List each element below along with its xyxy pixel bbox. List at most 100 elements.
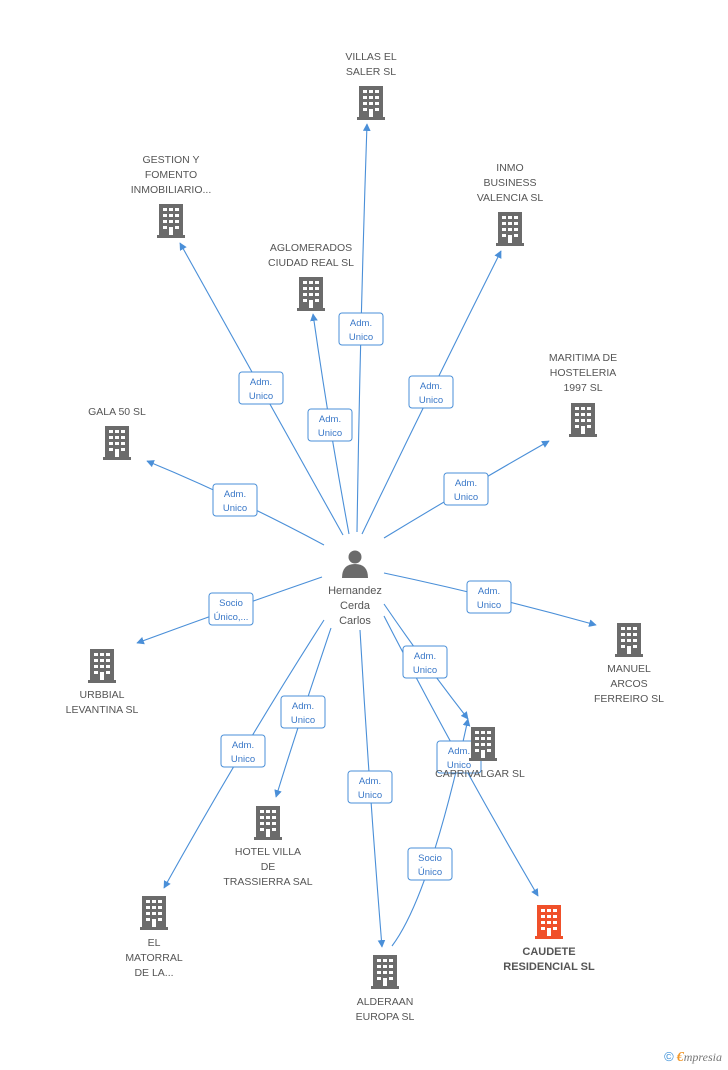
node-label: EUROPA SL	[356, 1011, 415, 1023]
node-label: HOSTELERIA	[550, 367, 617, 379]
edge-badge-text: Unico	[223, 503, 247, 514]
node-alderaan[interactable]: ALDERAAN EUROPA SL	[356, 955, 415, 1023]
person-label: Hernandez	[328, 585, 382, 597]
building-icon	[140, 896, 168, 930]
node-label: INMOBILIARIO...	[131, 184, 212, 196]
edge-badge-text: Único,...	[214, 612, 249, 623]
edge-badge-box	[408, 375, 454, 409]
edge-badge-box	[212, 483, 258, 517]
edge-badge[interactable]: SocioÚnico,...	[208, 592, 254, 626]
edge-badge-text: Adm.	[455, 478, 477, 489]
edge-badge-box	[280, 695, 326, 729]
edge-badge-text: Unico	[447, 760, 471, 771]
building-icon	[535, 905, 563, 939]
edge-badge-text: Adm.	[292, 701, 314, 712]
edge-badge-box	[208, 592, 254, 626]
edge-badge-text: Unico	[349, 332, 373, 343]
node-label: INMO	[496, 162, 523, 174]
edge-badge[interactable]: Adm.Unico	[338, 312, 384, 346]
node-gala[interactable]: GALA 50 SL	[88, 406, 146, 460]
node-label: DE	[261, 861, 276, 873]
edge-badge-box	[407, 847, 453, 881]
node-label: MARITIMA DE	[549, 352, 617, 364]
node-label: ALDERAAN	[357, 996, 414, 1008]
node-caprivalgar[interactable]: CAPRIVALGAR SL	[435, 727, 525, 780]
building-icon	[254, 806, 282, 840]
edge-badge-text: Socio	[219, 598, 243, 609]
edge-badge-text: Adm.	[250, 377, 272, 388]
edge-badge[interactable]: Adm.Unico	[307, 408, 353, 442]
edge-badge-text: Adm.	[448, 746, 470, 757]
brand-logo-text: mpresia	[683, 1050, 722, 1064]
node-label: FERREIRO SL	[594, 693, 664, 705]
node-label: RESIDENCIAL SL	[503, 961, 595, 973]
edge-badge-text: Unico	[358, 790, 382, 801]
edge-badge[interactable]: Adm. Unico	[347, 770, 393, 804]
node-villas[interactable]: VILLAS EL SALER SL	[345, 51, 397, 120]
edge-badge-text: Único	[418, 867, 442, 878]
edge-badge-text: Unico	[477, 600, 501, 611]
node-label: SALER SL	[346, 66, 396, 78]
node-label: AGLOMERADOS	[270, 242, 352, 254]
edge-badge[interactable]: Adm. Unico	[443, 472, 489, 506]
node-aglomerados[interactable]: AGLOMERADOS CIUDAD REAL SL	[268, 242, 354, 311]
node-gestion[interactable]: GESTION YFOMENTOINMOBILIARIO...	[131, 154, 212, 238]
person-icon	[342, 550, 368, 578]
edge-badge[interactable]: Adm. Unico	[220, 734, 266, 768]
edge-badge-text: Adm.	[224, 489, 246, 500]
edge-badge[interactable]: Adm. Unico	[280, 695, 326, 729]
node-label: EL	[148, 937, 161, 949]
building-icon	[357, 86, 385, 120]
edges-layer	[136, 123, 597, 948]
footer-brand: ©€mpresia	[664, 1049, 722, 1066]
node-label: FOMENTO	[145, 169, 197, 181]
node-label: 1997 SL	[563, 382, 602, 394]
edge-badge[interactable]: Adm.Unico	[402, 645, 448, 679]
node-label: BUSINESS	[483, 177, 536, 189]
edge-badge-text: Socio	[418, 853, 442, 864]
person-label: Cerda	[340, 600, 371, 612]
edge-badge-text: Adm.	[359, 776, 381, 787]
node-label: CIUDAD REAL SL	[268, 257, 354, 269]
edge-badge-text: Adm.	[414, 651, 436, 662]
edge-badge[interactable]: Adm. Unico	[466, 580, 512, 614]
node-label: GALA 50 SL	[88, 406, 146, 418]
badges-layer: Adm.UnicoAdm.UnicoAdm.UnicoAdm.UnicoAdm.…	[208, 312, 512, 881]
building-icon	[615, 623, 643, 657]
edge-badge-text: Unico	[231, 754, 255, 765]
edge-badge-box	[220, 734, 266, 768]
node-label: TRASSIERRA SAL	[223, 876, 312, 888]
node-maritima[interactable]: MARITIMA DE HOSTELERIA 1997 SL	[549, 352, 617, 437]
edge-badge-text: Unico	[318, 428, 342, 439]
building-icon	[371, 955, 399, 989]
edge-badge[interactable]: Adm. Unico	[212, 483, 258, 517]
copyright-icon: ©	[664, 1049, 674, 1064]
edge-badge-text: Adm.	[420, 381, 442, 392]
edge-badge-box	[402, 645, 448, 679]
edge-badge-box	[443, 472, 489, 506]
edge-badge[interactable]: Adm. Unico	[408, 375, 454, 409]
edge-badge-box	[238, 371, 284, 405]
edge-badge-box	[466, 580, 512, 614]
edge-badge-box	[347, 770, 393, 804]
node-label: CAPRIVALGAR SL	[435, 768, 525, 780]
edge-badge-text: Unico	[291, 715, 315, 726]
edge-badge-text: Unico	[419, 395, 443, 406]
building-icon	[569, 403, 597, 437]
edge-badge-text: Adm.	[478, 586, 500, 597]
building-icon	[157, 204, 185, 238]
node-label: VILLAS EL	[345, 51, 397, 63]
edge-badge-text: Adm.	[232, 740, 254, 751]
edge-badge-text: Unico	[454, 492, 478, 503]
edge-badge-box	[338, 312, 384, 346]
edge-badge[interactable]: Adm.Unico	[238, 371, 284, 405]
